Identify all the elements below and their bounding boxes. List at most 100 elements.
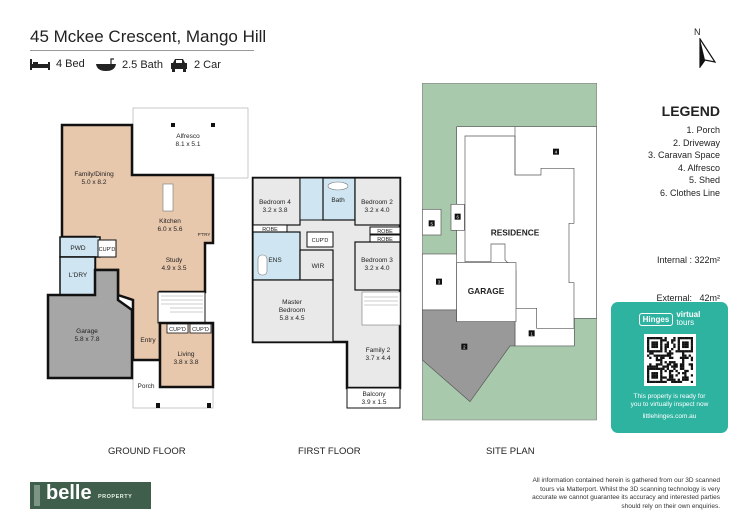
legend-item: 4. Alfresco [677,162,720,173]
qr-module [668,352,671,355]
qr-module [672,337,676,340]
room-living-name: Living [178,351,195,358]
qr-module [646,372,649,375]
disclaimer-text: All information contained herein is gath… [532,477,720,510]
qr-module [648,350,651,353]
qr-module [668,369,671,373]
qr-module [664,369,667,373]
qr-module [670,339,673,342]
qr-module [650,343,654,346]
qr-module [668,361,671,364]
room-kitchen-name: Kitchen [159,218,181,225]
qr-module [679,380,682,384]
qr-module [677,339,680,342]
qr-module [668,354,671,357]
residence-outline [464,135,575,329]
qr-module [674,365,678,368]
qr-module [650,367,654,370]
qr-module [646,365,649,368]
qr-module [690,350,693,353]
qr-module [683,369,687,373]
qr-module [681,376,684,379]
qr-module [655,372,658,375]
room-family-dining-name: Family/Dining [74,171,114,178]
qr-module [659,343,662,346]
room-entry-name: Entry [140,337,156,344]
qr-module [683,356,687,360]
site-marker-1: 1 [528,330,535,336]
hinges-url-link[interactable]: littlehinges.com.au [642,413,697,420]
external-area: External: 42m² [656,292,720,303]
qr-module [659,347,662,351]
qr-module [655,343,658,346]
ready-line-1: This property is ready for [633,393,706,400]
svg-text:5: 5 [430,221,433,226]
qr-module [685,356,689,360]
qr-module [650,374,654,377]
qr-module [679,363,682,366]
qr-module [650,337,654,340]
room-living-dims: 3.8 x 3.8 [174,359,199,366]
qr-module [666,365,669,368]
garage-outline [456,262,517,322]
hinges-brand: Hinges [638,312,674,326]
logo-sub: PROPERTY [98,494,133,500]
qr-module [655,363,658,366]
qr-module [646,343,649,346]
qr-module [688,350,691,353]
qr-module [648,363,651,366]
qr-module [661,354,665,357]
qr-module [664,354,667,357]
room-bedroom4-name: Bedroom 4 [259,199,291,206]
qr-module [674,369,678,373]
internal-area: Internal : 322m² [656,255,720,265]
qr-module [668,376,671,379]
qr-module [646,369,649,373]
qr-module [659,363,662,366]
qr-module [653,343,656,346]
qr-module [657,367,660,370]
qr-module [648,352,651,355]
site-plan: RESIDENCE GARAGE 1 2 3 4 5 6 [421,82,597,421]
car-icon [171,59,187,72]
wc-area [299,177,324,221]
room-cupboard-name: CUP'D [192,327,209,333]
feature-beds: 4 Bed [30,58,85,70]
qr-module [690,337,693,340]
site-marker-3: 3 [435,278,442,285]
room-wir-name: WIR [312,263,325,270]
qr-module [655,354,658,357]
qr-module [670,361,673,364]
qr-code[interactable] [643,334,696,386]
qr-module [666,343,669,346]
ready-line-2: you to virtually inspect now [630,401,709,408]
qr-module [674,350,678,353]
qr-module [668,378,671,381]
room-pantry-name: P'TRY [198,232,211,237]
walk-in-robe [299,249,334,281]
qr-module [685,343,689,346]
qr-module [659,380,662,384]
kitchen-island [162,183,174,212]
qr-module [688,337,691,340]
qr-module [681,354,684,357]
stairs [157,291,206,324]
qr-module [650,350,654,353]
qr-module [685,376,689,379]
qr-module [659,356,662,360]
qr-module [653,367,656,370]
first-floor-plan: Bedroom 4 3.2 x 3.8 Bath Bedroom 2 3.2 x… [251,176,402,409]
qr-module [646,378,649,381]
bath-icon [96,58,116,71]
qr-module [655,341,658,344]
qr-module [679,365,682,368]
room-garage-dims: 5.8 x 7.8 [75,336,100,343]
qr-module [681,345,684,349]
qr-module [685,345,689,349]
qr-module [664,347,667,351]
room-laundry-name: L'DRY [69,272,88,279]
qr-module [681,378,684,381]
qr-module [650,372,654,375]
